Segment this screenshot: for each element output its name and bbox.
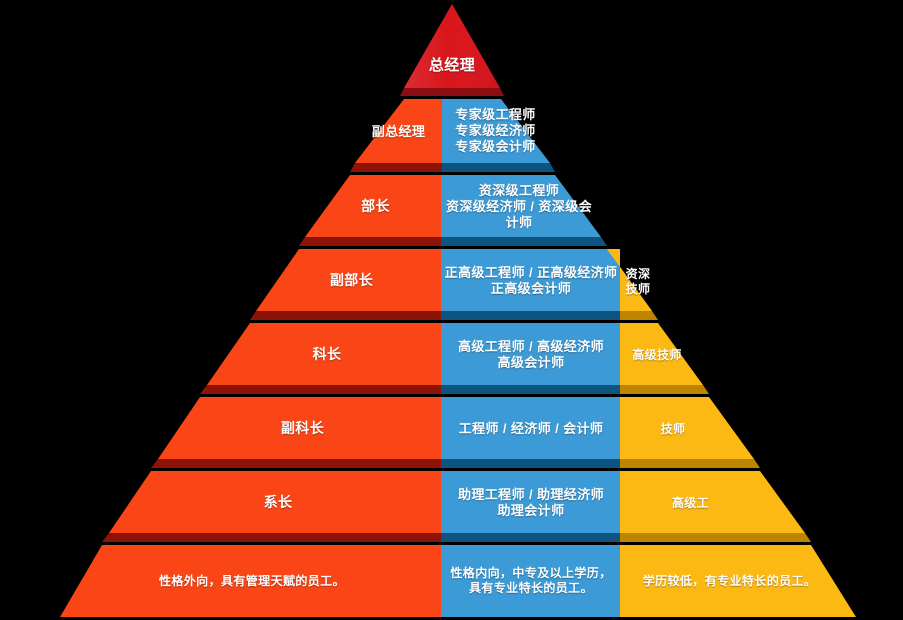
row5-cell-skilled[interactable] xyxy=(620,323,703,385)
apex-shadow xyxy=(400,88,504,96)
row6-cell-management[interactable] xyxy=(158,397,441,459)
row2-cell-management[interactable] xyxy=(355,99,442,163)
row6-cell-skilled[interactable] xyxy=(620,397,754,459)
row3-shadow-right xyxy=(441,237,607,246)
row3-cell-management[interactable] xyxy=(305,175,441,237)
row5-cell-professional[interactable] xyxy=(441,323,620,385)
row2-shadow-right xyxy=(442,163,555,172)
row5-shadow-right xyxy=(441,385,620,394)
apex-highlight xyxy=(404,4,500,88)
pyramid-row-6[interactable] xyxy=(151,397,760,468)
row7-cell-professional[interactable] xyxy=(441,471,620,533)
row2-shadow-left xyxy=(350,163,442,172)
base-cell-skilled[interactable] xyxy=(620,545,856,617)
row7-cell-skilled[interactable] xyxy=(620,471,805,533)
row6-shadow-right xyxy=(441,459,620,468)
row6-shadow-far-right xyxy=(620,459,760,468)
row2-cell-professional[interactable] xyxy=(442,99,550,163)
base-cell-professional[interactable] xyxy=(441,545,620,617)
pyramid-row-apex[interactable] xyxy=(400,4,504,96)
row4-cell-professional[interactable] xyxy=(441,249,620,311)
row5-cell-management[interactable] xyxy=(207,323,441,385)
pyramid-row-5[interactable] xyxy=(200,323,709,394)
row3-cell-professional[interactable] xyxy=(441,175,601,237)
pyramid-row-2[interactable] xyxy=(350,99,555,172)
row3-shadow-left xyxy=(299,237,441,246)
row7-cell-management[interactable] xyxy=(109,471,441,533)
pyramid-row-base[interactable] xyxy=(60,545,856,617)
row4-shadow-right xyxy=(441,311,620,320)
row7-shadow-left xyxy=(102,533,441,542)
row5-shadow-left xyxy=(200,385,441,394)
row7-shadow-right xyxy=(441,533,620,542)
pyramid-row-3[interactable] xyxy=(299,175,607,246)
row7-shadow-far-right xyxy=(620,533,811,542)
row4-cell-management[interactable] xyxy=(256,249,441,311)
row4-shadow-far-right xyxy=(620,311,658,320)
row6-cell-professional[interactable] xyxy=(441,397,620,459)
row6-shadow-left xyxy=(151,459,441,468)
pyramid-row-4[interactable] xyxy=(250,249,658,320)
row4-shadow-left xyxy=(250,311,441,320)
pyramid-row-7[interactable] xyxy=(102,471,811,542)
row4-cell-skilled-main[interactable] xyxy=(607,249,652,311)
row5-shadow-far-right xyxy=(620,385,709,394)
base-cell-management[interactable] xyxy=(60,545,441,617)
